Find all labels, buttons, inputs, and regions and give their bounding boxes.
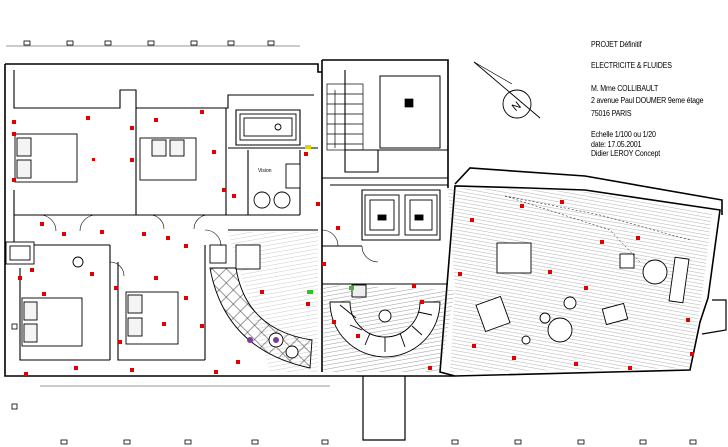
top-staircase	[326, 75, 441, 151]
beds	[14, 133, 197, 347]
client-name: M. Mme COLLIBAULT	[591, 82, 659, 93]
project-lot: ELECTRICITE & FLUIDES	[591, 60, 672, 71]
curved-corridor	[209, 267, 313, 369]
wiring-dashes	[504, 195, 691, 263]
drawing-author: Didier LEROY Concept	[591, 148, 661, 159]
spiral-staircase	[329, 284, 441, 358]
drawing-scale: Echelle 1/100 ou 1/20	[591, 129, 656, 140]
north-compass	[473, 61, 541, 119]
title-block: PROJET Définitif ELECTRICITE & FLUIDES M…	[591, 39, 704, 159]
client-address: 2 avenue Paul DOUMER 9eme étage	[591, 95, 704, 106]
top-dimension-markers	[6, 40, 300, 47]
drawing-date: date: 17.05.2001	[591, 138, 642, 149]
bottom-dimension-markers	[11, 323, 697, 445]
interior-walls	[13, 70, 448, 361]
project-title: PROJET Définitif	[591, 39, 642, 49]
bathroom-fixtures	[5, 163, 301, 270]
bathtub	[239, 113, 297, 141]
elevators	[364, 194, 438, 236]
special-markers	[247, 145, 354, 343]
client-city: 75016 PARIS	[591, 107, 632, 118]
outer-walls	[4, 59, 727, 441]
doors	[39, 214, 379, 277]
electrical-points	[12, 110, 694, 376]
living-room-furniture	[475, 242, 690, 345]
room-label: Vision	[258, 168, 272, 174]
